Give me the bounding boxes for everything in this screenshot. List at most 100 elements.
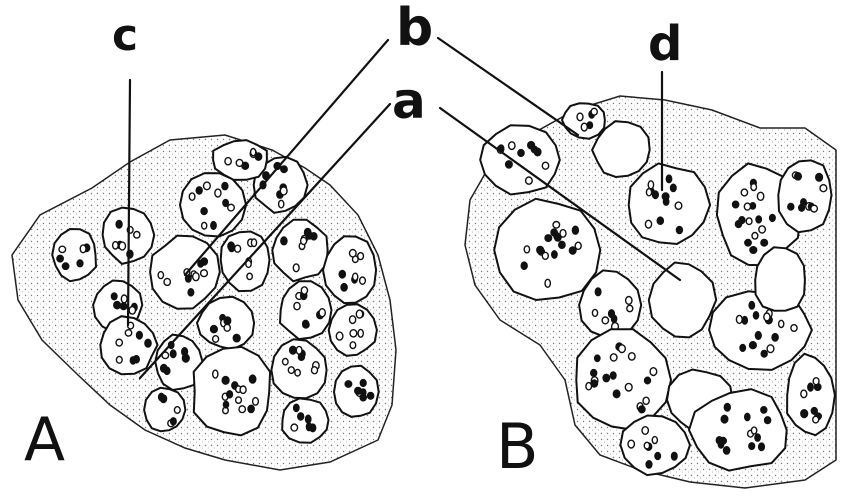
- granule: [613, 390, 620, 398]
- granule: [215, 189, 221, 197]
- granule: [57, 255, 63, 262]
- granule: [281, 166, 287, 173]
- granule: [602, 317, 608, 324]
- granule: [193, 273, 199, 281]
- granule: [224, 317, 231, 325]
- granule: [779, 320, 784, 327]
- granule: [646, 461, 652, 468]
- granule: [586, 383, 592, 390]
- granule: [572, 226, 578, 234]
- granule: [820, 185, 827, 192]
- granule: [610, 372, 616, 379]
- granule: [121, 295, 127, 303]
- granule: [298, 413, 304, 420]
- granule: [306, 415, 311, 423]
- granule: [592, 309, 597, 316]
- granule: [211, 222, 216, 230]
- granule: [201, 270, 208, 277]
- granule: [279, 200, 284, 208]
- granule: [595, 288, 601, 296]
- granule: [251, 239, 256, 247]
- granule: [336, 332, 343, 340]
- granule: [591, 370, 597, 377]
- granule: [751, 184, 757, 191]
- granule: [610, 354, 617, 361]
- granule: [524, 246, 529, 253]
- granule: [733, 201, 739, 208]
- granule: [227, 391, 233, 398]
- granule: [808, 383, 813, 391]
- granule: [223, 401, 228, 408]
- granule: [788, 203, 794, 210]
- granule: [355, 387, 362, 394]
- granule: [553, 222, 560, 229]
- granule: [170, 350, 176, 358]
- granule: [645, 377, 651, 384]
- granule: [761, 239, 768, 246]
- granule: [293, 264, 299, 272]
- granule: [111, 293, 117, 300]
- granule: [125, 330, 131, 336]
- granule: [746, 218, 752, 225]
- granule: [171, 418, 177, 425]
- granule: [761, 350, 767, 357]
- granule: [577, 113, 583, 121]
- granule: [745, 413, 750, 420]
- granule: [603, 374, 609, 381]
- granule: [542, 252, 548, 259]
- label-b: b: [396, 2, 433, 54]
- granule: [749, 302, 754, 310]
- granule: [116, 220, 122, 228]
- granule: [741, 189, 747, 196]
- granule: [288, 367, 294, 374]
- granule: [116, 339, 122, 346]
- granule: [189, 193, 195, 200]
- granule: [545, 235, 552, 242]
- granule: [756, 216, 761, 223]
- granule: [518, 150, 524, 157]
- granule: [724, 404, 730, 412]
- granule: [249, 375, 255, 383]
- panel-label-a: A: [24, 410, 65, 470]
- granule: [619, 345, 626, 353]
- granule: [59, 246, 66, 252]
- granule: [360, 380, 366, 387]
- granule: [626, 297, 632, 305]
- granule: [360, 277, 366, 284]
- granule: [353, 273, 358, 280]
- granule: [745, 240, 751, 246]
- granule: [283, 359, 289, 365]
- granule: [229, 245, 234, 252]
- granule: [644, 442, 649, 449]
- granule: [280, 187, 287, 195]
- granule: [114, 301, 121, 308]
- granule: [587, 122, 592, 129]
- granule: [724, 447, 730, 454]
- granule: [795, 173, 802, 180]
- cell-a-19: [144, 388, 185, 431]
- granule: [120, 303, 127, 310]
- granule: [716, 437, 722, 444]
- granule: [648, 181, 653, 189]
- granule: [761, 407, 767, 413]
- granule: [204, 182, 211, 190]
- granule: [296, 346, 302, 354]
- granule: [253, 398, 259, 406]
- granule: [303, 320, 309, 326]
- granule: [281, 237, 287, 245]
- granule: [222, 183, 228, 190]
- granule: [290, 346, 297, 354]
- granule: [542, 162, 548, 169]
- granule: [301, 287, 307, 294]
- granule: [251, 149, 256, 156]
- granule: [62, 263, 68, 269]
- granule: [358, 329, 363, 337]
- granule: [319, 309, 325, 317]
- granule: [133, 356, 139, 363]
- granule: [234, 334, 239, 341]
- granule: [672, 452, 678, 460]
- granule: [119, 242, 125, 250]
- granule: [368, 392, 374, 399]
- granule: [537, 246, 543, 253]
- granule: [744, 203, 750, 210]
